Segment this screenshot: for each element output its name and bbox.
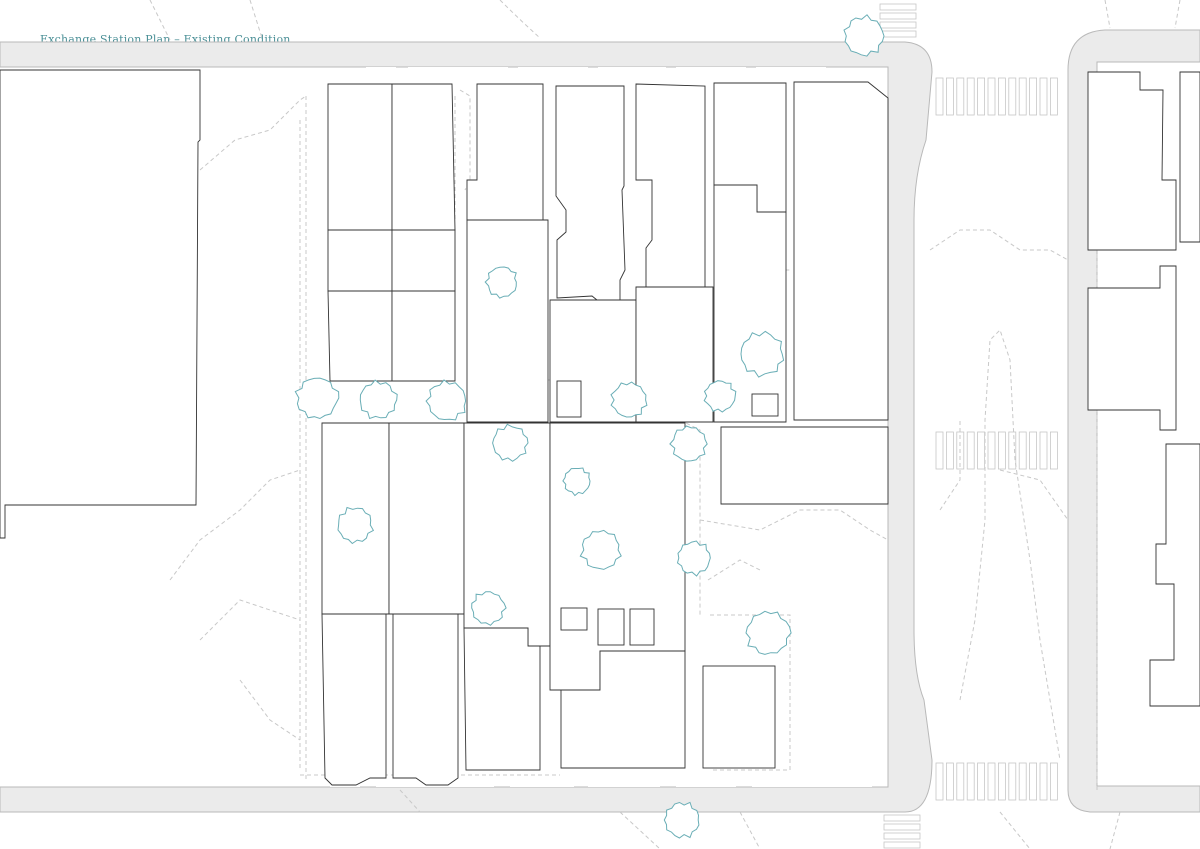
crosswalk-stripe: [977, 77, 985, 116]
tree-canopy: [703, 380, 737, 413]
shed: [629, 608, 655, 646]
main-block-sidewalk: [0, 41, 933, 813]
building-n3-yard: [466, 219, 549, 423]
building-n5: [635, 83, 706, 288]
driveway-gap: [518, 67, 588, 81]
shed: [560, 607, 588, 631]
crosswalk-stripe: [987, 762, 996, 801]
tree-canopy: [663, 801, 700, 839]
crosswalk-stripe: [1039, 762, 1048, 801]
crosswalk-stripe: [879, 30, 917, 38]
crosswalk-stripe: [935, 431, 944, 470]
crosswalk-stripe: [998, 77, 1006, 116]
tree-canopy: [740, 330, 785, 378]
crosswalk-stripe: [1039, 431, 1048, 470]
driveway-gap: [756, 67, 826, 81]
driveway-gap: [588, 773, 660, 787]
crosswalk-stripe: [1018, 77, 1027, 116]
building-s2: [392, 613, 459, 786]
crosswalk-stripe: [946, 77, 954, 116]
crosswalk-stripe: [1039, 77, 1048, 116]
driveway-gap: [598, 67, 666, 81]
crosswalk-stripe: [1008, 762, 1017, 801]
crosswalk-stripe: [966, 77, 975, 116]
building-east-mid: [720, 426, 889, 505]
crosswalk-stripe: [956, 77, 965, 116]
tree-canopy: [669, 425, 708, 462]
driveway-gap: [366, 67, 396, 81]
crosswalk-stripe: [1008, 77, 1017, 116]
crosswalk-stripe: [966, 762, 975, 801]
tree-canopy: [425, 379, 467, 421]
crosswalk-stripe: [1018, 431, 1027, 470]
crosswalk-stripe: [998, 762, 1006, 801]
crosswalk-stripe: [1029, 762, 1037, 801]
tree-canopy: [337, 506, 375, 545]
crosswalk-stripe: [987, 77, 996, 116]
crosswalk-stripe: [883, 841, 921, 849]
tree-canopy: [471, 591, 507, 626]
building-s3: [463, 627, 541, 771]
building-s4: [560, 650, 686, 769]
driveway-gap: [676, 773, 736, 787]
tree-canopy: [294, 377, 340, 420]
driveway-gap: [752, 773, 872, 787]
tree-canopy: [676, 540, 711, 577]
east-block-sidewalk: [1067, 29, 1200, 813]
lot-s2: [388, 422, 465, 615]
tree-canopy: [359, 379, 398, 420]
crosswalk-stripe: [1050, 762, 1058, 801]
crosswalk-stripe: [883, 814, 921, 822]
crosswalk-stripe: [879, 3, 917, 11]
crosswalk-stripe: [1050, 431, 1058, 470]
crosswalk-stripe: [935, 77, 944, 116]
buildings: [0, 69, 1200, 786]
tree-canopy: [843, 14, 885, 57]
building-grid-north: [327, 83, 456, 382]
crosswalk-stripe: [1008, 431, 1017, 470]
shed: [556, 380, 582, 418]
crosswalk-stripe: [1029, 77, 1037, 116]
tree-canopy: [579, 529, 622, 570]
crosswalk-stripe: [977, 762, 985, 801]
building-n5-yard: [635, 286, 714, 423]
crosswalks: [879, 3, 1058, 849]
road-network: [0, 29, 1200, 813]
building-east-row: [1087, 71, 1200, 707]
building-n4: [555, 85, 626, 301]
crosswalk-stripe: [1050, 77, 1058, 116]
crosswalk-stripe: [879, 21, 917, 29]
building-n3: [466, 83, 544, 221]
crosswalk-stripe: [883, 832, 921, 840]
crosswalk-stripe: [998, 431, 1006, 470]
crosswalk-stripe: [935, 762, 944, 801]
crosswalk-stripe: [879, 12, 917, 20]
crosswalk-stripe: [946, 431, 954, 470]
building-northeast-corner: [793, 81, 889, 421]
tree-canopy: [562, 467, 591, 497]
crosswalk-stripe: [956, 762, 965, 801]
tree-canopy: [484, 266, 517, 299]
trees: [294, 14, 885, 839]
tree-canopy: [745, 610, 792, 655]
crosswalk-stripe: [977, 431, 985, 470]
shed: [751, 393, 779, 417]
building-s5: [702, 665, 776, 769]
crosswalk-stripe: [987, 431, 996, 470]
crosswalk-stripe: [883, 823, 921, 831]
building-s1: [321, 613, 387, 786]
crosswalk-stripe: [1029, 431, 1037, 470]
driveway-gap: [408, 67, 508, 81]
crosswalk-stripe: [1018, 762, 1027, 801]
tree-canopy: [610, 381, 648, 418]
building-west-large: [0, 69, 201, 539]
shed: [597, 608, 625, 646]
driveway-gap: [676, 67, 746, 81]
crosswalk-stripe: [966, 431, 975, 470]
crosswalk-stripe: [946, 762, 954, 801]
driveway-gap: [510, 773, 574, 787]
tree-canopy: [492, 423, 529, 462]
